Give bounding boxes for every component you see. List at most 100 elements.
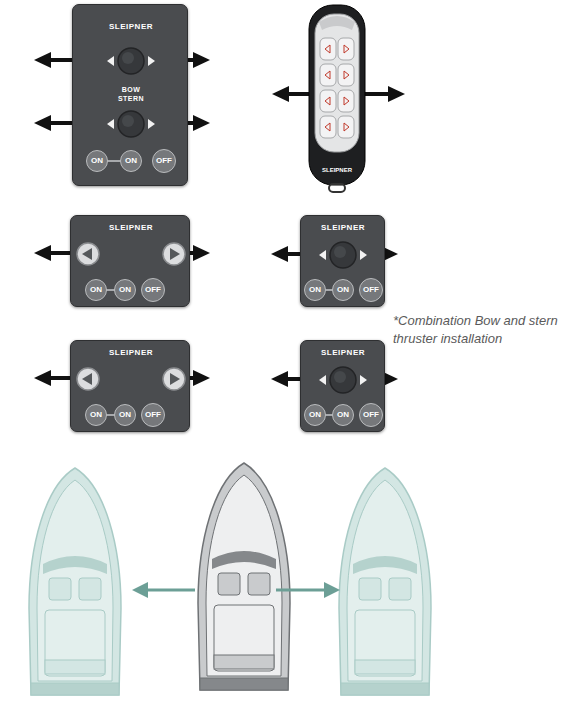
boat-deck — [347, 480, 423, 681]
brand-label: BOW — [122, 86, 141, 93]
direction-triangle — [360, 375, 367, 385]
boat-seat — [248, 573, 270, 595]
remote-key-arrow — [344, 45, 349, 53]
button-label: OFF — [363, 286, 379, 294]
button-label: OFF — [145, 286, 161, 294]
arrow-head — [34, 370, 51, 386]
panel-button: ON — [332, 404, 354, 426]
remote-key — [338, 64, 354, 86]
button-label: ON — [119, 411, 131, 419]
remote-key — [320, 38, 336, 60]
arrow-head — [388, 86, 405, 102]
boat-bench — [355, 660, 415, 674]
knob-highlight — [334, 246, 346, 258]
boat — [198, 463, 290, 690]
panel-button: ON — [85, 404, 107, 426]
control-panel: ONONOFFSLEIPNER — [70, 215, 190, 307]
brand-label: STERN — [118, 95, 144, 102]
arrow-head — [193, 370, 210, 386]
boat-deck — [206, 475, 282, 676]
boat-cockpit — [355, 610, 415, 676]
brand-label: SLEIPNER — [322, 167, 352, 173]
button-label: ON — [309, 286, 321, 294]
remote-face — [315, 14, 359, 152]
arrow-head — [132, 582, 148, 598]
panel-button: ON — [304, 404, 326, 426]
direction-triangle — [82, 248, 92, 260]
arrow-head — [193, 245, 210, 261]
boat-cockpit — [214, 605, 274, 671]
control-panel: ONONOFFSLEIPNER — [70, 340, 190, 432]
remote-key — [338, 38, 354, 60]
remote-control — [309, 5, 365, 192]
boat-swim-platform — [341, 683, 429, 695]
brand-label: SLEIPNER — [109, 23, 153, 31]
direction-arrow — [272, 86, 310, 102]
button-link — [107, 160, 121, 162]
remote-key — [320, 116, 336, 138]
thrust-button — [77, 368, 99, 390]
boat-cockpit — [45, 610, 105, 676]
direction-arrow — [188, 52, 210, 68]
button-label: ON — [90, 411, 102, 419]
control-panel: ON ON OFF SLEIPNER — [300, 215, 385, 307]
button-label: OFF — [363, 411, 379, 419]
arrow-head — [193, 115, 210, 131]
brand-label: SLEIPNER — [321, 349, 365, 357]
joystick-knob — [330, 367, 356, 393]
panel-button: ON — [85, 279, 107, 301]
remote-key-arrow — [344, 71, 349, 79]
remote-key — [320, 64, 336, 86]
arrow-head — [272, 86, 289, 102]
remote-key-arrow — [325, 45, 330, 53]
arrow-head — [271, 246, 288, 262]
button-label: OFF — [145, 411, 161, 419]
movement-arrow — [132, 582, 195, 598]
panel-button: OFF — [152, 149, 176, 173]
knob-highlight — [334, 371, 346, 383]
direction-arrow — [34, 52, 72, 68]
remote-key-arrow — [344, 123, 349, 131]
direction-arrow — [190, 370, 210, 386]
panel-button: OFF — [359, 403, 383, 427]
arrow-head — [34, 52, 51, 68]
direction-triangle — [319, 250, 326, 260]
remote-key-ring — [329, 184, 345, 192]
panel-button: ON — [332, 279, 354, 301]
boat-windshield — [353, 556, 417, 574]
boat-moved-left — [29, 468, 121, 695]
direction-arrow — [271, 246, 300, 262]
direction-triangle — [148, 56, 155, 66]
arrow-head — [34, 115, 51, 131]
panel-button: OFF — [141, 403, 165, 427]
button-label: ON — [119, 286, 131, 294]
footnote: *Combination Bow and stern thruster inst… — [393, 312, 561, 347]
direction-arrow — [34, 245, 70, 261]
boat-bench — [214, 655, 274, 669]
panel-button: OFF — [141, 278, 165, 302]
remote-key-arrow — [325, 71, 330, 79]
remote-key-arrow — [325, 97, 330, 105]
remote-key-arrow — [325, 123, 330, 131]
remote-key — [338, 116, 354, 138]
arrow-head — [324, 582, 340, 598]
brand-label: SLEIPNER — [321, 224, 365, 232]
panel-button: ON — [86, 150, 108, 172]
thrust-button — [77, 243, 99, 265]
arrow-shaft — [276, 589, 328, 592]
boat-seat — [49, 578, 71, 600]
boat-windshield — [43, 556, 107, 574]
thrust-button — [163, 368, 185, 390]
button-label: ON — [125, 157, 137, 165]
arrow-head — [271, 371, 288, 387]
boat-seat — [359, 578, 381, 600]
panel-button: OFF — [359, 278, 383, 302]
direction-arrow — [188, 115, 210, 131]
boat-hull — [198, 463, 290, 690]
remote-key-arrow — [344, 97, 349, 105]
button-label: ON — [337, 286, 349, 294]
arrow-head — [34, 245, 51, 261]
arrow-head — [193, 52, 210, 68]
direction-arrow — [271, 371, 300, 387]
boat-seat — [218, 573, 240, 595]
